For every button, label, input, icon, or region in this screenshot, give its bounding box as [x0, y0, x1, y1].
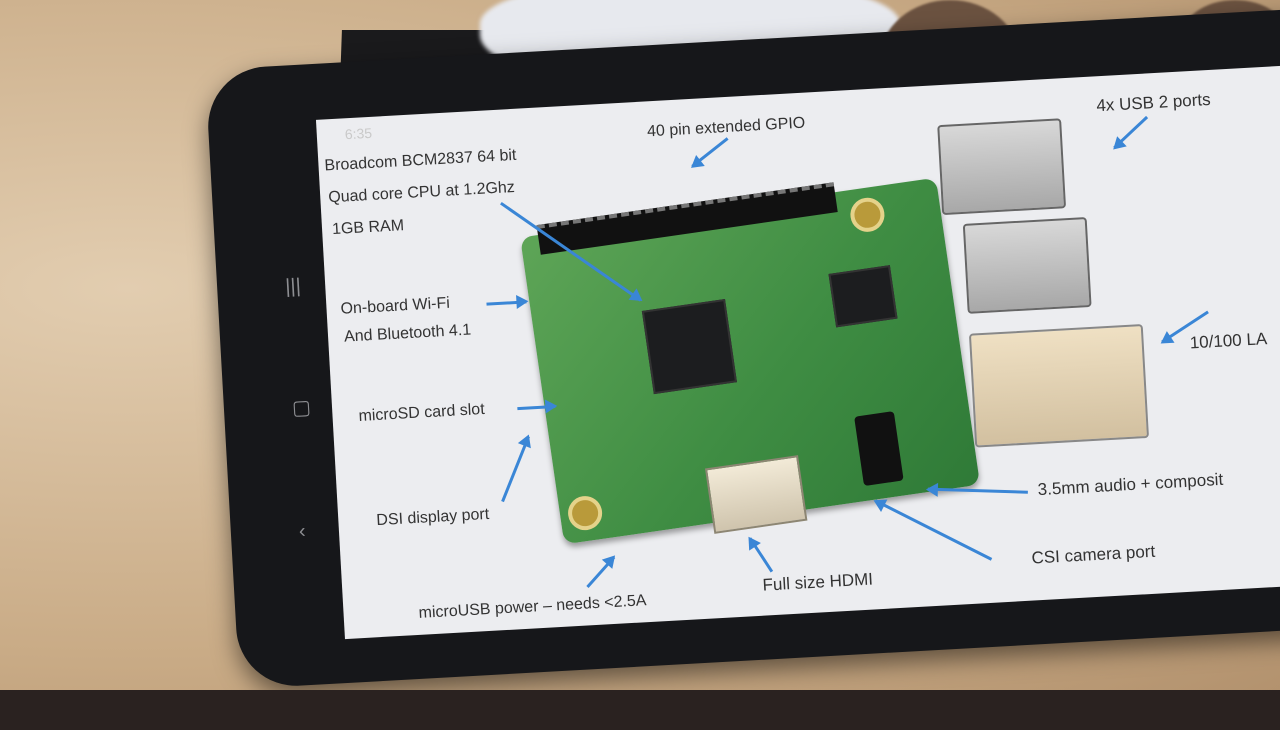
- nav-home-icon[interactable]: ▢: [291, 396, 312, 420]
- label-wifi-1: On-board Wi-Fi: [340, 294, 451, 318]
- label-usb: 4x USB 2 ports: [1095, 89, 1212, 116]
- phone-screen: 6:35 Broadcom BCM2837 64 bit Quad core C…: [315, 64, 1280, 640]
- arrow-hdmi: [748, 537, 774, 573]
- lan-chip: [828, 265, 898, 328]
- arrow-usb: [1113, 115, 1149, 149]
- label-microsd: microSD card slot: [358, 400, 486, 425]
- label-csi: CSI camera port: [1031, 541, 1156, 568]
- label-cpu-3: 1GB RAM: [331, 217, 405, 239]
- usb-port-top: [937, 118, 1067, 216]
- raspberry-pi-board: [520, 177, 981, 545]
- label-cpu-1: Broadcom BCM2837 64 bit: [324, 146, 517, 175]
- arrow-dsi: [501, 436, 530, 503]
- label-cpu-2: Quad core CPU at 1.2Ghz: [327, 178, 516, 207]
- usb-port-bottom: [962, 217, 1092, 314]
- bottom-shadow: [0, 690, 1280, 730]
- arrow-gpio: [691, 137, 729, 168]
- label-wifi-2: And Bluetooth 4.1: [343, 321, 472, 346]
- status-time: 6:35: [344, 124, 373, 143]
- gpio-header: [536, 182, 838, 255]
- arrow-microusb: [586, 556, 616, 588]
- arrow-audio: [927, 487, 1028, 494]
- phone-device: ||| ▢ ‹ 6:35 Broadcom BCM2837 64 bit Qua…: [205, 8, 1280, 690]
- soc-chip: [641, 298, 737, 395]
- label-audio: 3.5mm audio + composit: [1037, 469, 1224, 500]
- mount-hole: [565, 493, 605, 533]
- label-microusb: microUSB power – needs <2.5A: [418, 592, 647, 622]
- mount-hole: [848, 195, 887, 235]
- label-lan: 10/100 LA: [1189, 329, 1268, 353]
- audio-jack: [854, 411, 904, 487]
- arrow-microsd: [517, 404, 556, 411]
- nav-back-icon[interactable]: ‹: [298, 520, 307, 543]
- hdmi-port: [704, 455, 808, 534]
- nav-recent-icon[interactable]: |||: [284, 275, 302, 298]
- arrow-wifi: [486, 300, 527, 306]
- label-dsi: DSI display port: [375, 505, 490, 530]
- ethernet-port: [968, 324, 1150, 448]
- label-hdmi: Full size HDMI: [762, 569, 874, 595]
- arrow-csi: [874, 499, 993, 561]
